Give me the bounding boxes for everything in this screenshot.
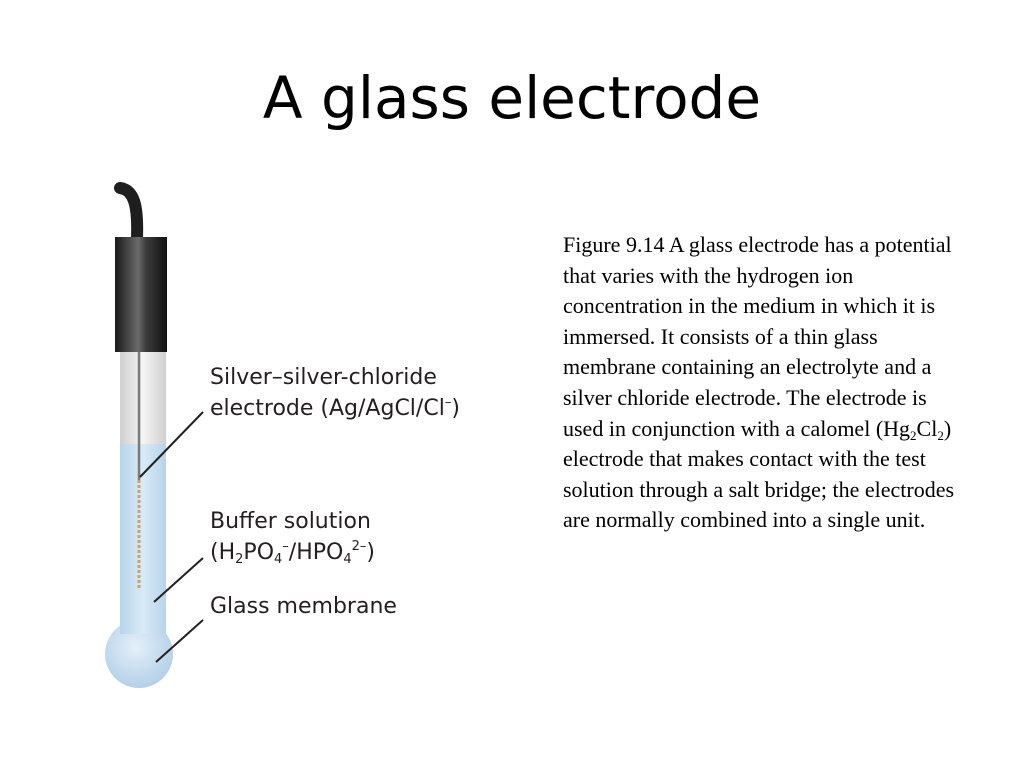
caption-part1: Figure 9.14 A glass electrode has a pote… — [563, 232, 952, 441]
tube-upper — [120, 350, 166, 446]
slide-title: A glass electrode — [262, 64, 762, 132]
glass-electrode-diagram: Silver–silver-chloride electrode (Ag/AgC… — [90, 180, 540, 700]
caption-part2: Cl — [916, 415, 938, 441]
leader-buffer — [153, 557, 204, 603]
label-buffer-sub2: 4 — [274, 552, 283, 567]
label-buffer-sub1: 2 — [235, 552, 244, 567]
label-buffer-sup1: – — [282, 539, 289, 554]
glass-membrane-bulb — [105, 620, 173, 688]
label-buffer-sub3: 4 — [343, 552, 352, 567]
label-silver-close: ) — [451, 396, 460, 421]
label-buffer-solution: Buffer solution (H2PO4–/HPO42–) — [210, 506, 375, 568]
electrode-illustration — [105, 182, 204, 688]
caption-sub1: 2 — [910, 427, 917, 443]
label-buffer-po4: PO — [243, 540, 275, 565]
label-glass-membrane: Glass membrane — [210, 594, 397, 619]
label-buffer-hpo4: /HPO — [288, 540, 344, 565]
label-silver-line1: Silver–silver-chloride — [210, 365, 437, 390]
label-buffer-line1: Buffer solution — [210, 509, 371, 534]
label-buffer-close: ) — [366, 540, 375, 565]
leader-membrane — [155, 619, 204, 663]
caption-part3: ) electrode that makes contact with the … — [563, 415, 955, 533]
label-buffer-open: (H — [210, 540, 236, 565]
label-buffer-sup2: 2– — [351, 539, 367, 554]
electrode-cap — [115, 237, 167, 352]
cable — [114, 182, 144, 244]
figure-caption: Figure 9.14 A glass electrode has a pote… — [563, 230, 958, 536]
leader-silver — [139, 411, 204, 478]
label-silver-sup: – — [444, 395, 452, 410]
label-silver-line2: electrode (Ag/AgCl/Cl — [210, 396, 445, 421]
caption-text: Figure 9.14 A glass electrode has a pote… — [563, 230, 958, 536]
caption-sub2: 2 — [937, 427, 944, 443]
buffer-solution — [120, 444, 166, 634]
label-silver-electrode: Silver–silver-chloride electrode (Ag/AgC… — [210, 362, 460, 424]
